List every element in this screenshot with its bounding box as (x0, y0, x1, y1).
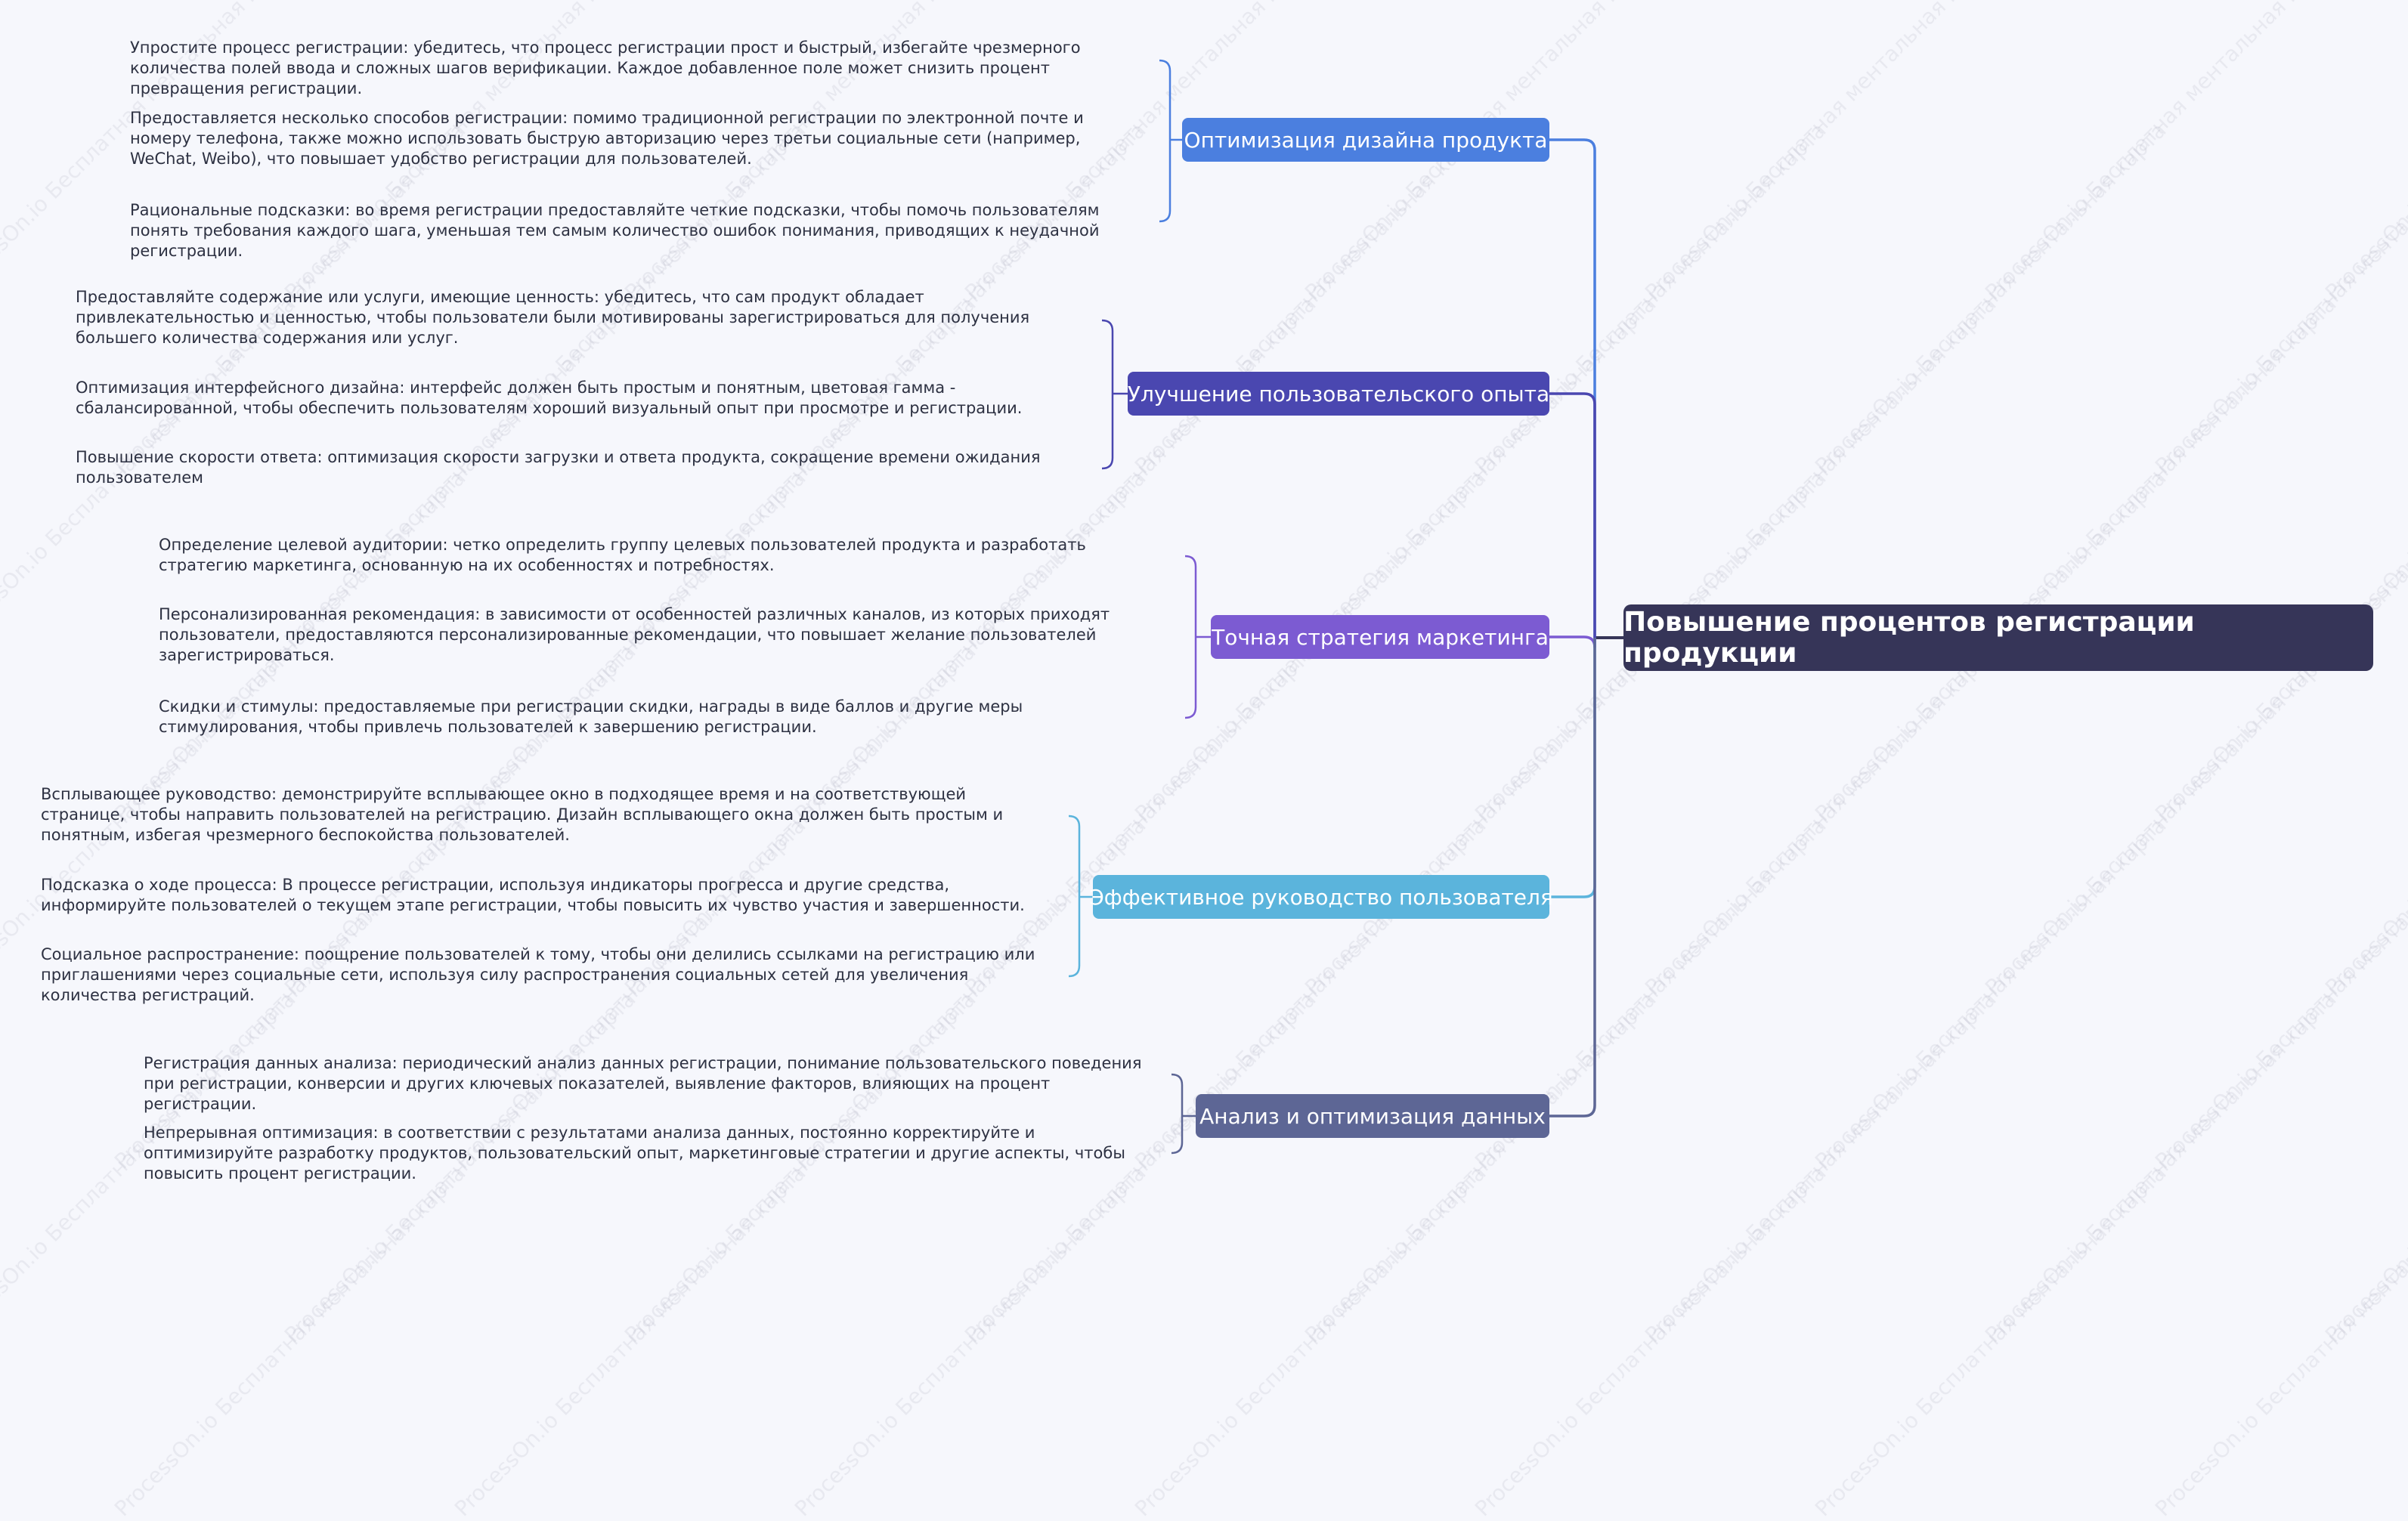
branch-connector (1549, 392, 1596, 638)
root-topic[interactable]: Повышение процентов регистрации продукци… (1623, 604, 2373, 671)
leaf-bracket (1159, 59, 1172, 223)
leaf-bracket (1184, 555, 1197, 719)
leaf-topic[interactable]: Социальное распространение: поощрение по… (41, 945, 1035, 1004)
leaf-topic[interactable]: Всплывающее руководство: демонстрируйте … (41, 785, 1004, 844)
leaf-topic[interactable]: Скидки и стимулы: предоставляемые при ре… (159, 697, 1023, 736)
branch-topic-data-analysis[interactable]: Анализ и оптимизация данных (1196, 1094, 1549, 1138)
connector-lines (1068, 59, 1623, 1155)
leaf-bracket (1101, 319, 1114, 470)
branch-connector (1549, 138, 1596, 638)
leaf-topic[interactable]: Персонализированная рекомендация: в зави… (159, 605, 1110, 664)
leaf-topic[interactable]: Упростите процесс регистрации: убедитесь… (130, 39, 1081, 97)
branch-topic-product-design[interactable]: Оптимизация дизайна продукта (1182, 118, 1549, 162)
leaf-topic[interactable]: Подсказка о ходе процесса: В процессе ре… (41, 876, 1025, 914)
leaf-topic[interactable]: Предоставляется несколько способов регис… (130, 109, 1084, 168)
leaf-topic[interactable]: Оптимизация интерфейсного дизайна: интер… (76, 379, 1023, 417)
branch-topic-user-guidance[interactable]: Эффективное руководство пользователя (1089, 875, 1553, 919)
leaf-topic[interactable]: Непрерывная оптимизация: в соответствии … (144, 1124, 1125, 1182)
branch-topic-marketing-strategy[interactable]: Точная стратегия маркетинга (1211, 615, 1549, 659)
leaf-topic[interactable]: Предоставляйте содержание или услуги, им… (76, 288, 1030, 347)
leaf-bracket (1171, 1073, 1184, 1155)
branch-connector (1549, 635, 1596, 648)
leaf-topic[interactable]: Определение целевой аудитории: четко опр… (159, 536, 1086, 574)
leaf-topic[interactable]: Повышение скорости ответа: оптимизация с… (76, 448, 1041, 487)
leaf-bracket (1068, 815, 1081, 978)
branch-connector (1549, 638, 1596, 898)
leaf-topic[interactable]: Регистрация данных анализа: периодически… (144, 1054, 1142, 1113)
leaf-topic[interactable]: Рациональные подсказки: во время регистр… (130, 201, 1100, 260)
branch-connector (1549, 638, 1596, 1118)
branch-topic-user-experience[interactable]: Улучшение пользовательского опыта (1128, 372, 1549, 416)
